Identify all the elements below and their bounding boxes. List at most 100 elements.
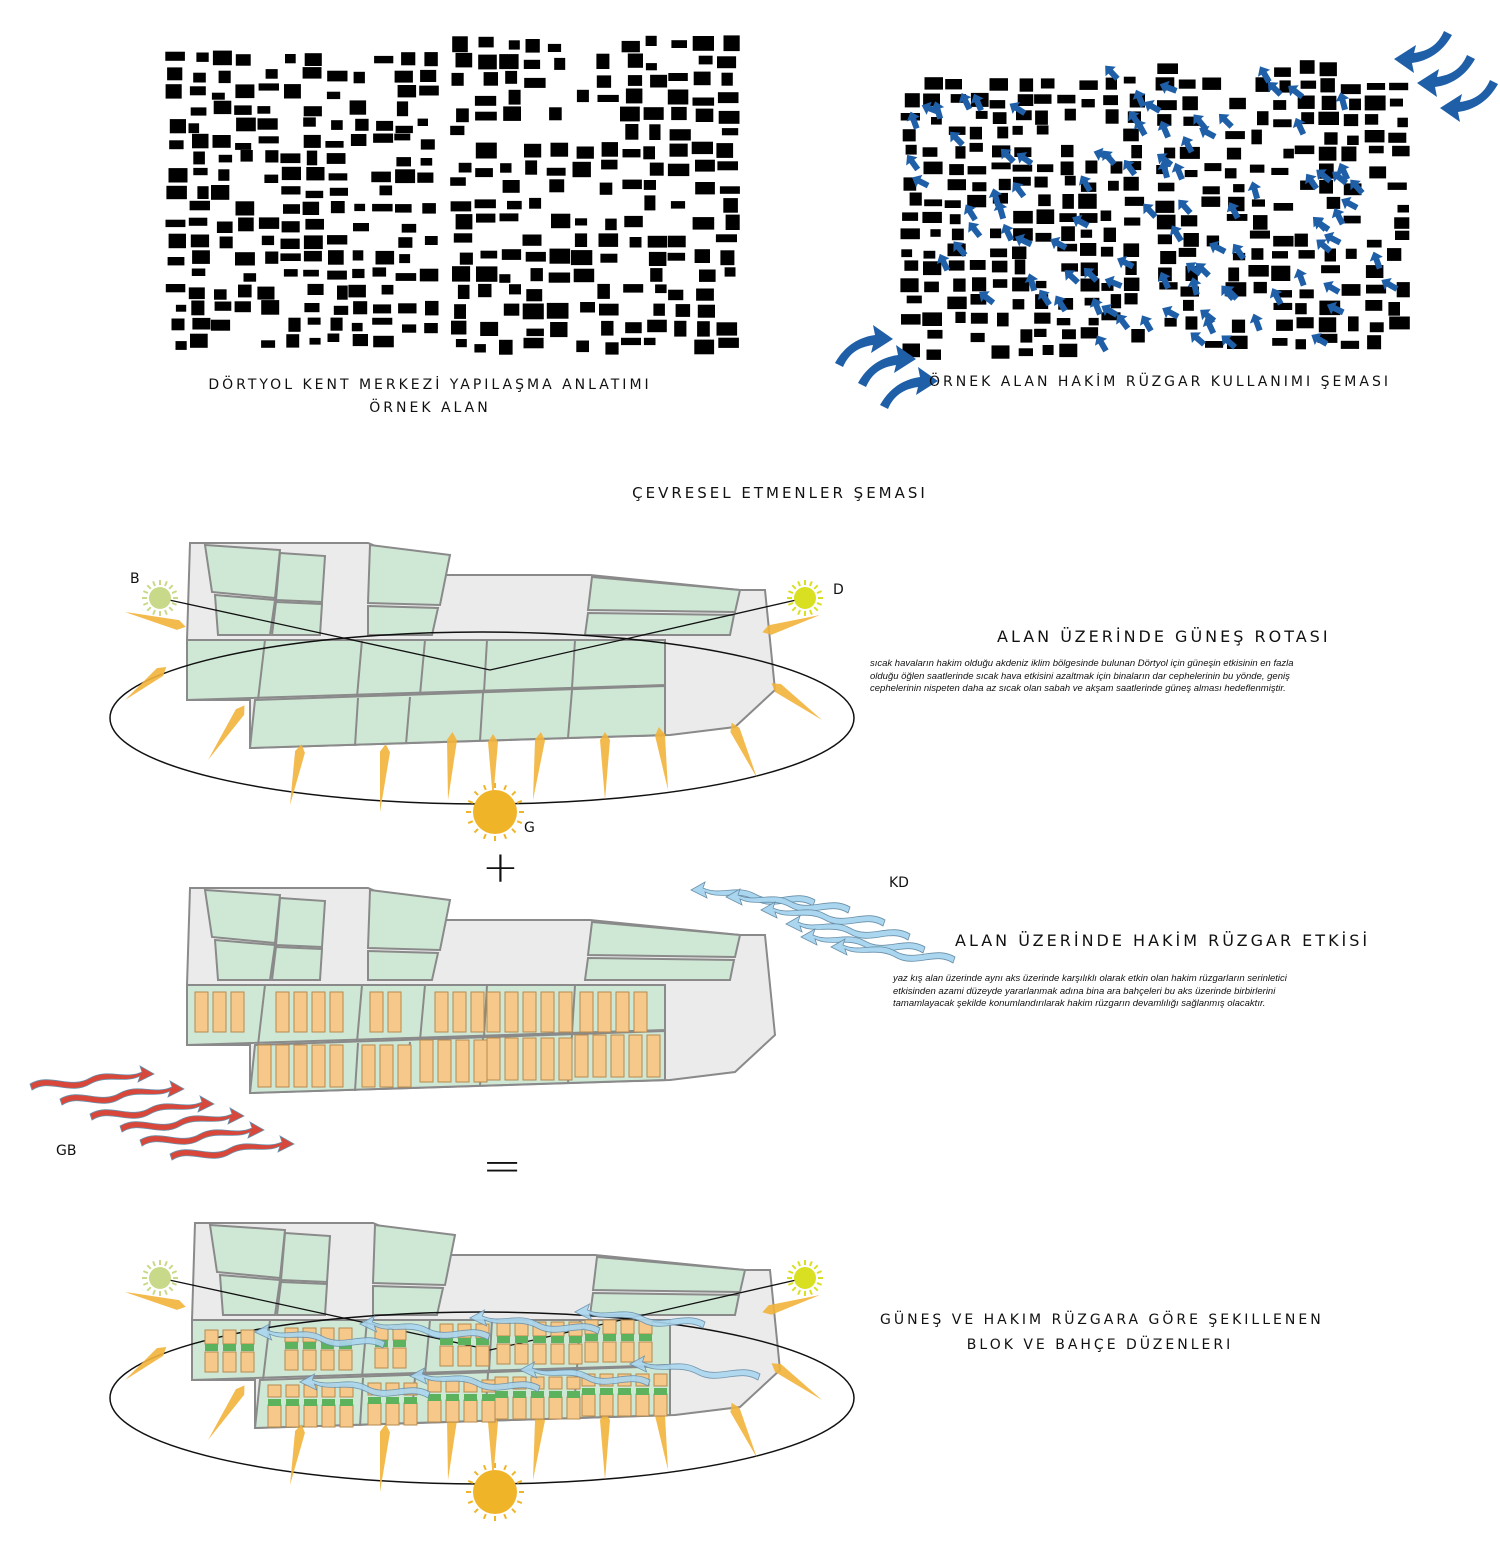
divider [354, 697, 359, 747]
garden-patch [600, 1388, 613, 1395]
building [1129, 161, 1142, 171]
building-block [379, 1044, 394, 1088]
garden-patch [582, 1388, 595, 1395]
building [901, 249, 913, 258]
building [1157, 63, 1178, 74]
wind-arrow-icon [1012, 182, 1027, 199]
arrow-shape [1116, 314, 1131, 331]
building [667, 252, 686, 261]
building-block [392, 1347, 407, 1369]
building [972, 182, 987, 192]
building [285, 54, 296, 64]
northeast-wind-icon [830, 938, 956, 964]
building [1105, 109, 1119, 124]
building-block [455, 1039, 470, 1083]
arrow-shape [1123, 159, 1138, 177]
building [1392, 145, 1410, 157]
building-block [463, 1399, 478, 1423]
building [945, 79, 962, 90]
arrow-shape [912, 174, 930, 189]
wind-arrow-icon [1199, 125, 1217, 140]
wind-arrow-icon [993, 201, 1008, 220]
building [655, 284, 667, 294]
sun-route-line: cephelerinin nispeten daha az sıcak olan… [870, 683, 1286, 694]
building [721, 128, 739, 136]
evening-sun-icon [787, 580, 823, 616]
building [451, 320, 467, 335]
building [1273, 203, 1294, 211]
building [1205, 341, 1224, 348]
arrow-shape [1226, 202, 1241, 220]
building [283, 204, 300, 214]
building [503, 303, 520, 316]
building [265, 69, 278, 79]
wind-streak-shape [760, 901, 886, 927]
wind-arrow-icon [1064, 270, 1080, 285]
arrow-shape [1247, 181, 1262, 200]
building [211, 185, 230, 200]
wind-arrow-icon [1269, 288, 1284, 306]
arrow-shape [1144, 99, 1162, 114]
building-block [387, 991, 402, 1033]
building [926, 349, 941, 360]
upper-block [218, 1273, 282, 1316]
building [1110, 161, 1123, 174]
wind-arrow-icon [1094, 335, 1109, 353]
building [669, 143, 688, 157]
building [1079, 80, 1098, 90]
divider [257, 984, 266, 1046]
arrow-shape [1143, 203, 1158, 219]
building [1389, 82, 1409, 91]
building [303, 117, 316, 127]
building [475, 142, 497, 159]
wind-arrow-icon [968, 222, 983, 239]
building [261, 235, 275, 246]
building [723, 198, 738, 213]
building [165, 219, 186, 228]
building [499, 339, 513, 355]
sun-ray-arrow-icon [290, 744, 305, 805]
building [1124, 293, 1138, 305]
sun-ray-arrow-icon [533, 732, 545, 800]
sun-disc [149, 587, 171, 609]
wind-arrow-icon [1369, 251, 1383, 270]
building [1340, 84, 1361, 95]
arrow-shape [1199, 125, 1217, 140]
building [1108, 180, 1119, 191]
building-block [653, 1373, 668, 1387]
building [526, 328, 544, 337]
building [1388, 132, 1407, 143]
wind-arrow-icon [1249, 313, 1263, 332]
building [331, 120, 343, 130]
building [1248, 265, 1269, 277]
building [570, 250, 593, 266]
building-block [558, 1037, 573, 1081]
building [1157, 182, 1175, 192]
garden-patch [322, 1399, 335, 1406]
garden-patch [585, 1334, 598, 1341]
wind-arrow-icon [906, 111, 920, 130]
building [169, 140, 184, 150]
building [1064, 175, 1076, 186]
building [1080, 327, 1099, 339]
sun-route-line: sıcak havaların hakim olduğu akdeniz ikl… [870, 658, 1294, 669]
building [499, 54, 519, 70]
arrow-shape [1014, 233, 1033, 248]
building [1123, 76, 1136, 84]
building [548, 272, 571, 283]
wind-arrow-icon [1341, 196, 1359, 211]
arrow-shape [1394, 31, 1452, 73]
building [351, 322, 363, 332]
wind-arrow-icon [1054, 295, 1068, 313]
building-block [445, 1399, 460, 1423]
wind-arrow-icon [906, 154, 921, 172]
building [1164, 147, 1176, 159]
building [235, 143, 252, 150]
building [1202, 77, 1222, 90]
sun-ray-arrow-icon [730, 722, 757, 778]
northeast-label: KD [889, 875, 909, 891]
building [1183, 233, 1199, 247]
wind-streak-shape [298, 1373, 431, 1399]
building-block [512, 1396, 527, 1420]
building [605, 218, 617, 231]
